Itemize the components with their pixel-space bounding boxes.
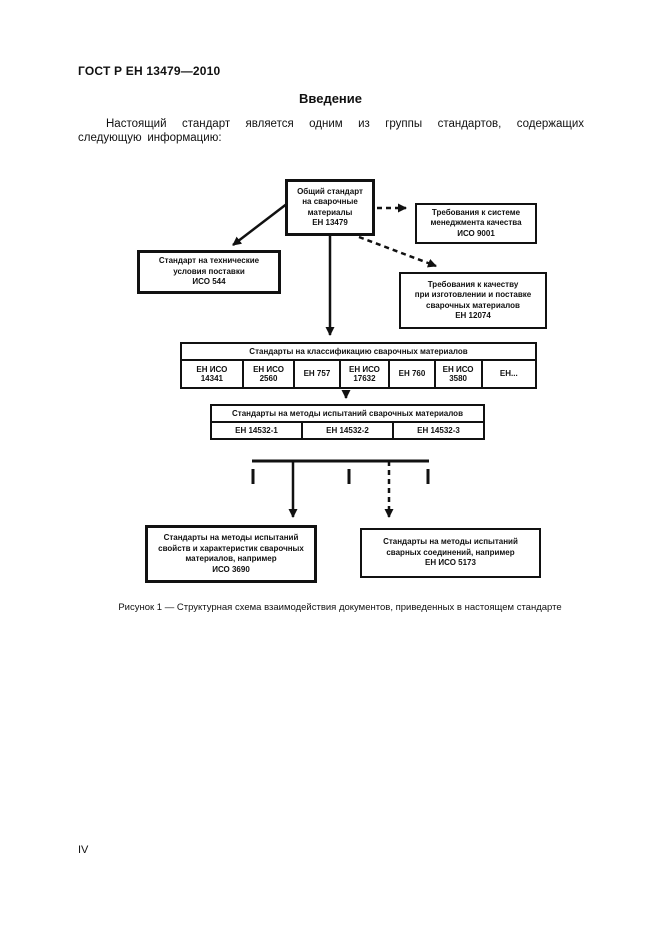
test-methods-cell: ЕН 14532-3 bbox=[417, 425, 460, 435]
intro-paragraph: Настоящий стандарт является одним из гру… bbox=[78, 118, 584, 144]
classification-table-header: Стандарты на классификацию сварочных мат… bbox=[182, 344, 535, 361]
arrow-general-to-supply bbox=[232, 202, 289, 246]
figure-caption: Рисунок 1 — Структурная схема взаимодейс… bbox=[118, 602, 562, 613]
test-methods-table-header: Стандарты на методы испытаний сварочных … bbox=[212, 406, 483, 423]
classification-cell: ЕН... bbox=[499, 369, 518, 379]
section-title: Введение bbox=[299, 91, 362, 106]
test-methods-cell: ЕН 14532-1 bbox=[212, 423, 303, 438]
doc-number: ГОСТ Р ЕН 13479—2010 bbox=[78, 64, 221, 78]
classification-cell: ЕН 760 bbox=[390, 361, 436, 387]
classification-cell: ЕН 757 bbox=[295, 361, 341, 387]
test-methods-cell: ЕН 14532-2 bbox=[303, 423, 394, 438]
page-number: IV bbox=[78, 844, 89, 856]
test-methods-table: Стандарты на методы испытаний сварочных … bbox=[210, 404, 485, 440]
test-methods-table-row: ЕН 14532-1 ЕН 14532-2 ЕН 14532-3 bbox=[212, 423, 483, 438]
classification-table: Стандарты на классификацию сварочных мат… bbox=[180, 342, 537, 389]
